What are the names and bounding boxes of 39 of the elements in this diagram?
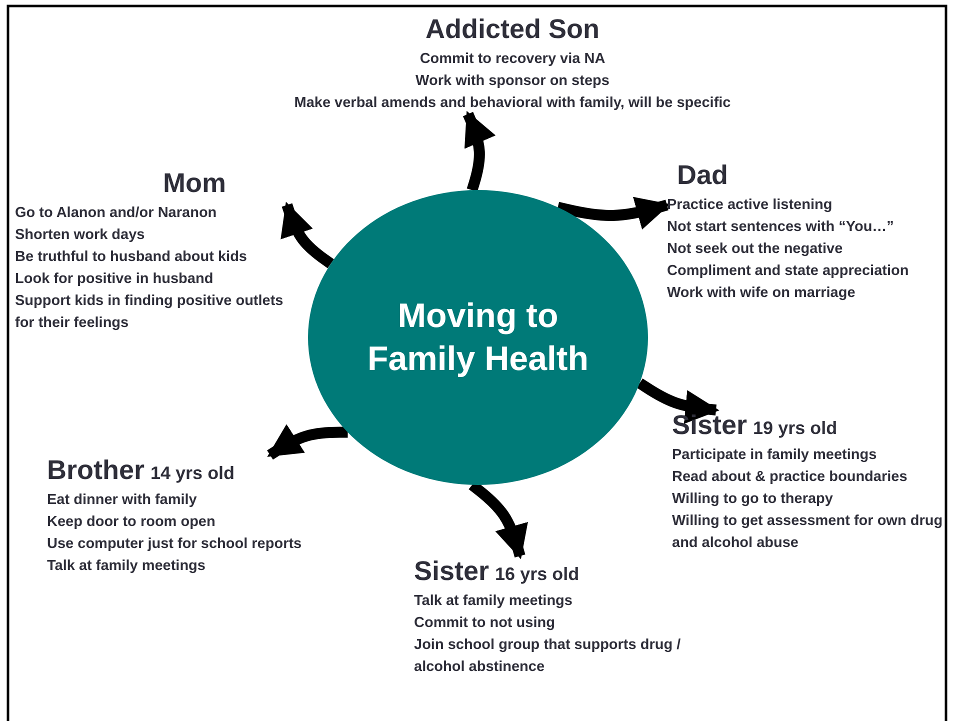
action-item: Willing to go to therapy: [672, 490, 834, 510]
member-name: Mom: [163, 168, 226, 198]
member-name: Addicted Son: [426, 14, 600, 44]
action-item: Compliment and state appreciation: [667, 262, 910, 282]
action-item: Commit to recovery via NA: [418, 50, 606, 70]
age-label: 19 yrs old: [753, 418, 838, 438]
age-label: 16 yrs old: [495, 564, 580, 584]
member-name: Dad: [677, 160, 728, 190]
curved-arrow: [267, 424, 348, 460]
curved-arrow: [636, 378, 720, 424]
action-item: Willing to get assessment for own drug and alcohol abuse: [672, 512, 944, 554]
action-item: Talk at family meetings: [47, 557, 206, 576]
action-item: Talk at family meetings: [414, 592, 574, 612]
action-item: Use computer just for school reports: [47, 535, 303, 554]
action-item: Not start sentences with “You…”: [667, 218, 895, 238]
action-item: Work with wife on marriage: [667, 284, 856, 304]
action-item: Eat dinner with family: [47, 491, 198, 510]
action-item: Work with sponsor on steps: [414, 72, 610, 92]
action-item: Join school group that supports drug / alcohol abstinence: [414, 636, 682, 678]
action-item: Keep door to room open: [47, 513, 216, 532]
action-item: Look for positive in husband: [15, 270, 214, 290]
action-item: Read about & practice boundaries: [672, 468, 908, 488]
action-item: Go to Alanon and/or Naranon: [15, 204, 218, 224]
action-item: Make verbal amends and behavioral with family, will be specific: [293, 94, 732, 114]
curved-arrow: [556, 196, 670, 230]
curved-arrow: [462, 110, 496, 192]
member-name: Sister: [672, 410, 748, 440]
curved-arrow: [280, 202, 334, 268]
action-item: Be truthful to husband about kids: [15, 248, 248, 268]
member-name: Sister: [414, 556, 490, 586]
action-item: Participate in family meetings: [672, 446, 878, 466]
center-title: Moving to Family Health: [366, 296, 590, 380]
action-item: Practice active listening: [667, 196, 834, 216]
action-item: Shorten work days: [15, 226, 146, 246]
action-item: Commit to not using: [414, 614, 556, 634]
action-item: Not seek out the negative: [667, 240, 844, 260]
action-item: Support kids in finding positive outlets for their feelings: [15, 292, 284, 334]
member-name: Brother: [47, 455, 145, 485]
age-label: 14 yrs old: [150, 463, 235, 483]
